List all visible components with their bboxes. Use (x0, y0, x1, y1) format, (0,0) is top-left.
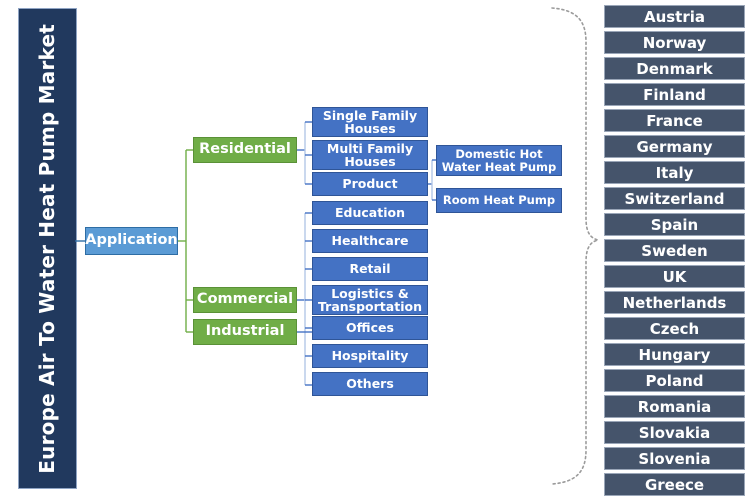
country-item[interactable]: Greece (604, 473, 745, 496)
country-item[interactable]: Denmark (604, 57, 745, 80)
country-item-label: Netherlands (622, 293, 727, 312)
country-item[interactable]: Norway (604, 31, 745, 54)
country-item[interactable]: UK (604, 265, 745, 288)
node-multi-family-houses[interactable]: Multi Family Houses (312, 140, 428, 170)
market-title-text: Europe Air To Water Heat Pump Market (35, 23, 59, 474)
country-item-label: Sweden (641, 241, 708, 260)
country-item-label: Norway (642, 33, 707, 52)
node-domestic-hot-water-heat-pump-label: Domestic Hot Water Heat Pump (441, 147, 557, 174)
node-commercial[interactable]: Commercial (193, 287, 297, 313)
country-item[interactable]: France (604, 109, 745, 132)
country-item-label: Austria (643, 7, 706, 26)
country-item[interactable]: Germany (604, 135, 745, 158)
node-others[interactable]: Others (312, 372, 428, 396)
node-healthcare[interactable]: Healthcare (312, 229, 428, 253)
node-offices-label: Offices (346, 320, 394, 336)
country-item-label: Poland (645, 371, 704, 390)
country-item-label: Slovenia (638, 449, 711, 468)
country-item-label: Hungary (638, 345, 711, 364)
node-industrial[interactable]: Industrial (193, 319, 297, 345)
node-others-label: Others (346, 376, 394, 392)
country-item-label: Italy (655, 163, 694, 182)
node-education-label: Education (335, 205, 405, 221)
country-brace (551, 7, 599, 485)
node-healthcare-label: Healthcare (331, 233, 409, 249)
country-item[interactable]: Italy (604, 161, 745, 184)
node-room-heat-pump-label: Room Heat Pump (442, 193, 556, 208)
node-retail-label: Retail (349, 261, 391, 277)
node-logistics-transportation-label: Logistics & Transportation (318, 285, 422, 314)
country-item[interactable]: Poland (604, 369, 745, 392)
country-item-label: Slovakia (638, 423, 711, 442)
node-residential-label: Residential (199, 141, 291, 158)
country-item-label: Finland (643, 85, 706, 104)
country-item-label: Czech (649, 319, 700, 338)
node-domestic-hot-water-heat-pump[interactable]: Domestic Hot Water Heat Pump (436, 145, 562, 176)
country-item[interactable]: Finland (604, 83, 745, 106)
node-application[interactable]: Application (85, 227, 178, 255)
country-item[interactable]: Netherlands (604, 291, 745, 314)
node-retail[interactable]: Retail (312, 257, 428, 281)
country-item-label: UK (662, 267, 687, 286)
node-offices[interactable]: Offices (312, 316, 428, 340)
node-multi-family-houses-label: Multi Family Houses (326, 140, 414, 169)
node-product-label: Product (342, 176, 398, 192)
country-item-label: Denmark (636, 59, 713, 78)
node-application-label: Application (85, 232, 178, 249)
node-product[interactable]: Product (312, 172, 428, 196)
country-item-label: Romania (637, 397, 712, 416)
country-item-label: Spain (650, 215, 699, 234)
node-hospitality-label: Hospitality (331, 348, 409, 364)
country-item[interactable]: Spain (604, 213, 745, 236)
country-item-label: France (646, 111, 703, 130)
country-item[interactable]: Romania (604, 395, 745, 418)
node-single-family-houses[interactable]: Single Family Houses (312, 107, 428, 137)
country-item[interactable]: Slovenia (604, 447, 745, 470)
node-room-heat-pump[interactable]: Room Heat Pump (436, 188, 562, 213)
country-item-label: Greece (644, 475, 705, 494)
country-item-label: Germany (636, 137, 713, 156)
node-logistics-transportation[interactable]: Logistics & Transportation (312, 285, 428, 315)
market-title-bar: Europe Air To Water Heat Pump Market (18, 8, 77, 489)
node-education[interactable]: Education (312, 201, 428, 225)
node-single-family-houses-label: Single Family Houses (322, 107, 418, 136)
node-industrial-label: Industrial (205, 323, 285, 340)
node-commercial-label: Commercial (196, 291, 294, 308)
country-item[interactable]: Slovakia (604, 421, 745, 444)
country-item-label: Switzerland (624, 189, 725, 208)
country-item[interactable]: Austria (604, 5, 745, 28)
country-item[interactable]: Hungary (604, 343, 745, 366)
country-item[interactable]: Switzerland (604, 187, 745, 210)
country-item[interactable]: Sweden (604, 239, 745, 262)
node-residential[interactable]: Residential (193, 137, 297, 163)
country-item[interactable]: Czech (604, 317, 745, 340)
node-hospitality[interactable]: Hospitality (312, 344, 428, 368)
